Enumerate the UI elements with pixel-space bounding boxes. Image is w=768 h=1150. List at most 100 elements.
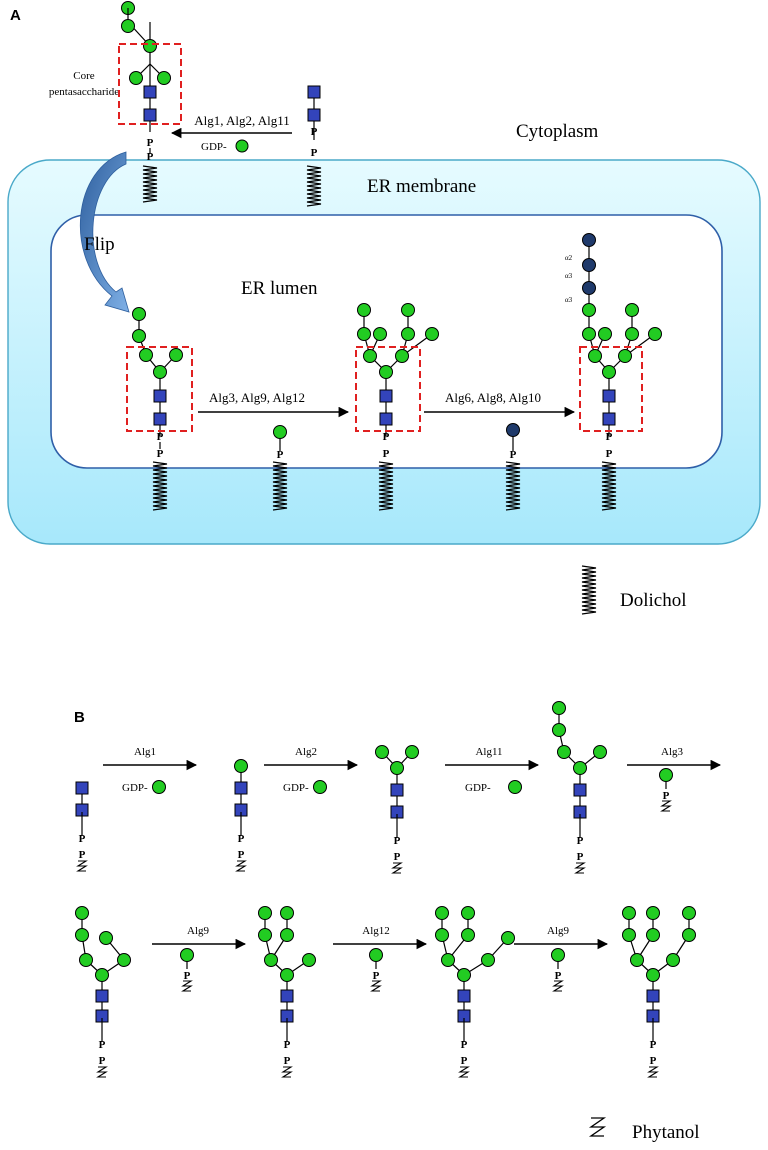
glucose-icon	[582, 281, 596, 295]
mannose-icon	[461, 928, 475, 942]
mannose-icon	[132, 329, 146, 343]
phosphate-label: P	[461, 1039, 468, 1051]
phytanol-icon	[391, 862, 403, 874]
glcnac-icon	[646, 989, 660, 1003]
mannose-icon	[573, 761, 587, 775]
phosphate-label: P	[238, 833, 245, 845]
mannose-icon	[169, 348, 183, 362]
glycan-a-lumen-3: PP	[579, 233, 662, 511]
mannose-icon	[369, 948, 383, 962]
mannose-icon	[598, 327, 612, 341]
mannose-icon	[390, 761, 404, 775]
core-pentasaccharide-box	[355, 346, 421, 432]
mannose-icon	[618, 349, 632, 363]
glycan-b-6: PP	[258, 906, 316, 1078]
phosphate-label: P	[577, 835, 584, 847]
mannose-icon	[375, 745, 389, 759]
mannose-icon	[273, 425, 287, 439]
phosphate-label: P	[577, 851, 584, 863]
dolichol-icon	[601, 461, 617, 511]
mannose-icon	[625, 327, 639, 341]
b-label-alg1: Alg1	[134, 746, 156, 758]
mannose-icon	[258, 906, 272, 920]
mannose-icon	[646, 906, 660, 920]
phosphate-label: P	[555, 970, 562, 982]
phytanol-icon	[552, 980, 564, 992]
mannose-icon	[481, 953, 495, 967]
mannose-icon	[302, 953, 316, 967]
mannose-icon	[235, 139, 249, 153]
mannose-icon	[435, 928, 449, 942]
glcnac-icon	[573, 783, 587, 797]
mannose-icon	[357, 327, 371, 341]
glycan-b-8: PP	[622, 906, 696, 1078]
mannose-icon	[264, 953, 278, 967]
mannose-icon	[75, 906, 89, 920]
mannose-icon	[132, 307, 146, 321]
b-label-alg9-b: Alg9	[547, 925, 570, 937]
phosphate-label: P	[79, 849, 86, 861]
phosphate-label: P	[284, 1039, 291, 1051]
phosphate-label: P	[383, 448, 390, 460]
mannose-icon	[441, 953, 455, 967]
mannose-icon	[180, 948, 194, 962]
dolichol-icon	[152, 461, 168, 511]
mannose-icon	[646, 928, 660, 942]
mannose-icon	[622, 928, 636, 942]
mannose-icon	[95, 968, 109, 982]
phosphate-label: P	[606, 431, 613, 443]
mannose-icon	[435, 906, 449, 920]
core-label-line2: pentasaccharide	[49, 86, 119, 98]
mannose-icon	[373, 327, 387, 341]
phytanol-icon	[458, 1066, 470, 1078]
dolichol-icon	[306, 165, 322, 207]
phytanol-icon	[235, 860, 247, 872]
mannose-icon	[646, 968, 660, 982]
glucose-icon	[582, 233, 596, 247]
er-membrane-label: ER membrane	[367, 176, 476, 197]
mannose-icon	[425, 327, 439, 341]
mannose-icon	[461, 906, 475, 920]
mannose-icon	[139, 348, 153, 362]
mannose-icon	[152, 780, 166, 794]
mannose-icon	[379, 365, 393, 379]
mannose-icon	[117, 953, 131, 967]
glcnac-icon	[457, 989, 471, 1003]
glcnac-icon	[602, 389, 616, 403]
phosphate-label: P	[394, 851, 401, 863]
mannose-icon	[357, 303, 371, 317]
mannose-icon	[602, 365, 616, 379]
mannose-icon	[622, 906, 636, 920]
mannose-icon	[457, 968, 471, 982]
glucose-icon	[582, 258, 596, 272]
glycan-b-7: PP	[435, 906, 515, 1078]
mannose-icon	[143, 39, 157, 53]
mannose-icon	[121, 19, 135, 33]
mannose-icon	[258, 928, 272, 942]
dolichol-label: Dolichol	[620, 590, 687, 611]
phosphate-label: P	[99, 1039, 106, 1051]
mannose-icon	[501, 931, 515, 945]
phosphate-label: P	[606, 448, 613, 460]
phytanol-icon	[574, 862, 586, 874]
phosphate-label: P	[184, 970, 191, 982]
glycan-b-4: PP	[552, 701, 607, 874]
dolichol-icon	[272, 461, 288, 511]
mannose-icon	[625, 303, 639, 317]
step3-enzymes: Alg6, Alg8, Alg10	[445, 390, 541, 405]
b-label-alg2: Alg2	[295, 746, 317, 758]
step1-donor: GDP-	[201, 141, 227, 153]
glcnac-icon	[280, 989, 294, 1003]
phosphate-label: P	[147, 137, 154, 149]
phytanol-icon	[281, 1066, 293, 1078]
mannose-icon	[401, 303, 415, 317]
mannose-icon	[551, 948, 565, 962]
mannose-icon	[552, 701, 566, 715]
mannose-icon	[593, 745, 607, 759]
b-donor-alg2: GDP-	[283, 782, 309, 794]
phosphate-label: P	[311, 126, 318, 138]
mannose-icon	[280, 928, 294, 942]
phosphate-label: P	[157, 431, 164, 443]
cytoplasm-label: Cytoplasm	[516, 121, 599, 142]
phosphate-label: P	[284, 1055, 291, 1067]
